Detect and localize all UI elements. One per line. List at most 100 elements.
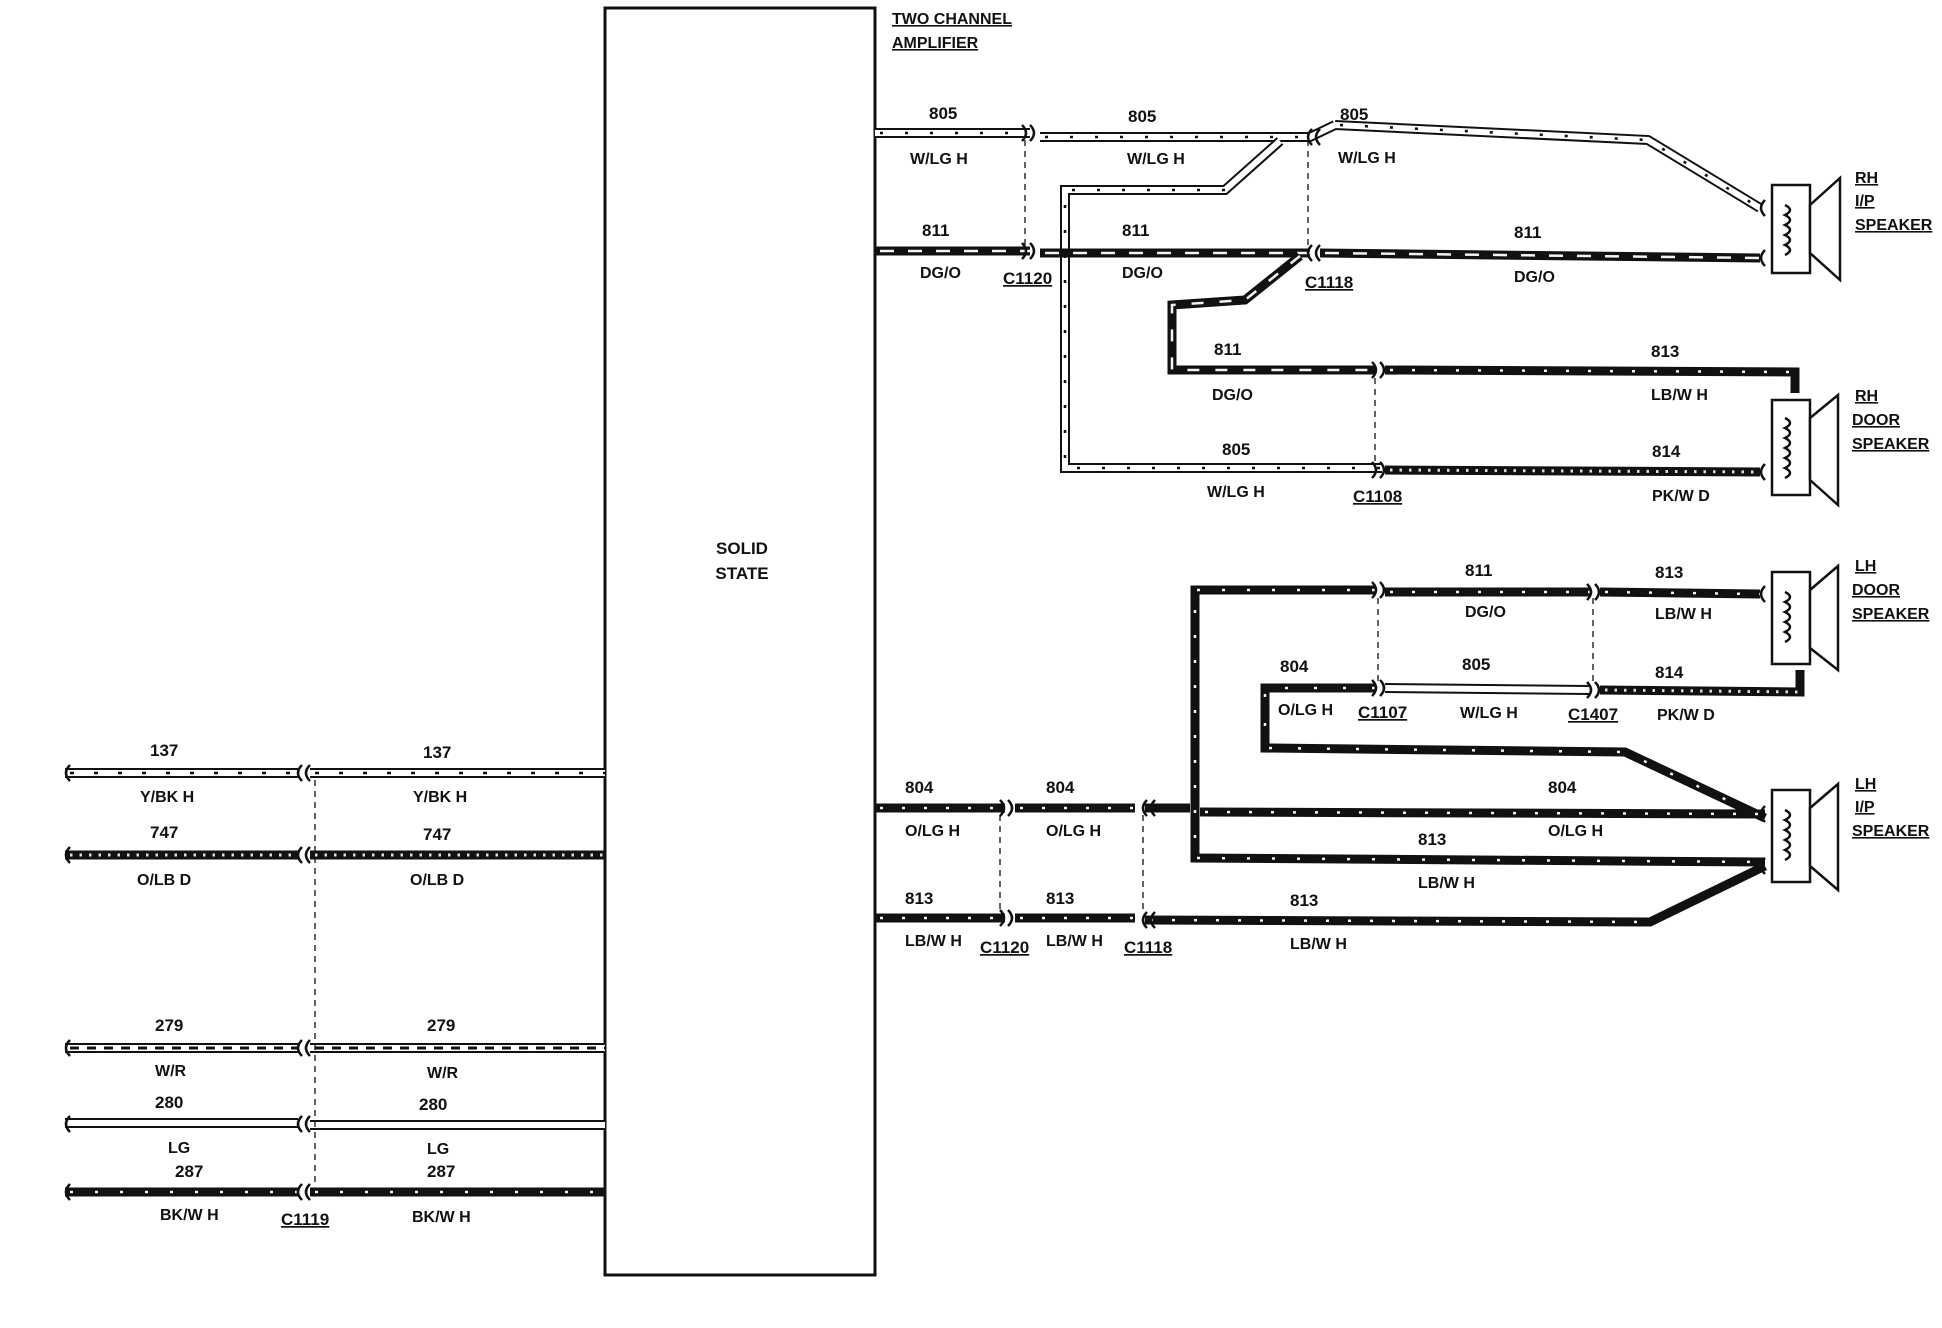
wire-color: LB/W H	[1651, 387, 1708, 404]
wire-color: W/R	[155, 1063, 187, 1080]
connector-c1120-top: C1120	[1003, 269, 1052, 288]
wire-color: DG/O	[1514, 269, 1555, 286]
speaker-rh-ip	[1770, 175, 1842, 283]
wire-number: 813	[1046, 889, 1074, 908]
wire-number: 747	[150, 823, 178, 842]
wire-color: W/R	[427, 1065, 459, 1082]
speaker-label-lh-ip-1: LH	[1855, 776, 1876, 793]
wire-color: Y/BK H	[140, 789, 194, 806]
speaker-label-rh-door-1: RH	[1855, 388, 1878, 405]
wire-color: W/LG H	[910, 151, 968, 168]
wire-color: BK/W H	[160, 1207, 219, 1224]
wire-813-811-lh-loop	[1190, 585, 1766, 867]
wire-color: Y/BK H	[413, 789, 467, 806]
speaker-lh-door	[1770, 563, 1840, 673]
speaker-rh-door	[1770, 392, 1840, 508]
wire-number: 137	[423, 743, 451, 762]
wire-color: LB/W H	[1418, 875, 1475, 892]
wire-813-rh-door	[1384, 365, 1800, 393]
wire-number: 804	[1046, 778, 1075, 797]
wire-number: 804	[1548, 778, 1577, 797]
speaker-label-rh-door-2: DOOR	[1852, 412, 1900, 429]
wire-number: 804	[905, 778, 934, 797]
wire-number: 813	[1655, 563, 1683, 582]
wire-number: 811	[922, 221, 949, 240]
wire-805-crossover	[1060, 137, 1382, 473]
wire-811-rh-door-feed	[1167, 252, 1375, 375]
wire-color: O/LG H	[1278, 702, 1333, 719]
module-label-line1: SOLID	[716, 539, 768, 558]
wire-number: 805	[1222, 440, 1250, 459]
wire-805-lh-door	[1384, 683, 1591, 695]
wire-color: W/LG H	[1460, 705, 1518, 722]
wire-number: 287	[175, 1162, 203, 1181]
speaker-label-lh-door-2: DOOR	[1852, 582, 1900, 599]
speaker-label-rh-ip-1: RH	[1855, 170, 1878, 187]
wire-805-rh-ip	[875, 120, 1763, 213]
connector-c1120-bottom: C1120	[980, 938, 1029, 957]
wire-number: 805	[1128, 107, 1156, 126]
wire-color: LB/W H	[1655, 606, 1712, 623]
wire-color: W/LG H	[1207, 484, 1265, 501]
wire-number: 280	[155, 1093, 183, 1112]
wire-number: 811	[1214, 340, 1241, 359]
wire-number: 805	[929, 104, 957, 123]
wire-813-output	[875, 861, 1767, 927]
wire-804-output	[875, 803, 1766, 819]
wire-color: DG/O	[920, 265, 961, 282]
module-label-line2: STATE	[715, 564, 768, 583]
wire-number: 814	[1652, 442, 1681, 461]
wire-number: 279	[427, 1016, 455, 1035]
speaker-label-rh-ip-3: SPEAKER	[1855, 217, 1933, 234]
wire-color: W/LG H	[1127, 151, 1185, 168]
wire-number: 805	[1340, 105, 1368, 124]
wire-color: DG/O	[1465, 604, 1506, 621]
wire-color: LG	[168, 1140, 190, 1157]
connector-terminals	[64, 124, 1766, 1201]
speaker-label-lh-ip-3: SPEAKER	[1852, 823, 1930, 840]
wire-color: LB/W H	[1290, 936, 1347, 953]
wire-number: 805	[1462, 655, 1490, 674]
wire-number: 811	[1465, 561, 1492, 580]
wire-813-lh-door	[1599, 587, 1761, 599]
wire-number: 747	[423, 825, 451, 844]
wire-color: BK/W H	[412, 1209, 471, 1226]
wire-number: 811	[1122, 221, 1149, 240]
speaker-lh-ip	[1770, 781, 1840, 893]
connector-c1118-top: C1118	[1305, 273, 1353, 292]
wire-number: 814	[1655, 663, 1684, 682]
wire-number: 280	[419, 1095, 447, 1114]
speaker-label-lh-ip-2: I/P	[1855, 799, 1875, 816]
speaker-label-lh-door-1: LH	[1855, 558, 1876, 575]
amplifier-title-line1: TWO CHANNEL	[892, 11, 1012, 28]
wire-color: DG/O	[1122, 265, 1163, 282]
wire-color: O/LB D	[410, 872, 464, 889]
wire-814-lh-door	[1599, 670, 1805, 697]
wire-color: DG/O	[1212, 387, 1253, 404]
amplifier-title-line2: AMPLIFIER	[892, 35, 979, 52]
wire-number: 804	[1280, 657, 1309, 676]
wire-number: 813	[1651, 342, 1679, 361]
wire-color: PK/W D	[1657, 707, 1715, 724]
wire-color: LB/W H	[905, 933, 962, 950]
wire-color: O/LG H	[1548, 823, 1603, 840]
wire-color: PK/W D	[1652, 488, 1710, 505]
connector-c1119: C1119	[281, 1210, 329, 1229]
wire-color: O/LG H	[1046, 823, 1101, 840]
wire-number: 287	[427, 1162, 455, 1181]
wire-280-input	[65, 1118, 605, 1130]
wire-804-lh-loop	[1260, 683, 1767, 823]
wire-number: 811	[1514, 223, 1541, 242]
wire-814-rh-door	[1384, 465, 1761, 477]
connector-c1407: C1407	[1568, 705, 1618, 724]
wire-color: W/LG H	[1338, 150, 1396, 167]
wire-number: 279	[155, 1016, 183, 1035]
connector-c1107: C1107	[1358, 703, 1407, 722]
speaker-label-lh-door-3: SPEAKER	[1852, 606, 1930, 623]
solid-state-module	[603, 6, 877, 1277]
speaker-label-rh-door-3: SPEAKER	[1852, 436, 1930, 453]
speaker-label-rh-ip-2: I/P	[1855, 193, 1875, 210]
wire-number: 137	[150, 741, 178, 760]
connector-c1108: C1108	[1353, 487, 1402, 506]
